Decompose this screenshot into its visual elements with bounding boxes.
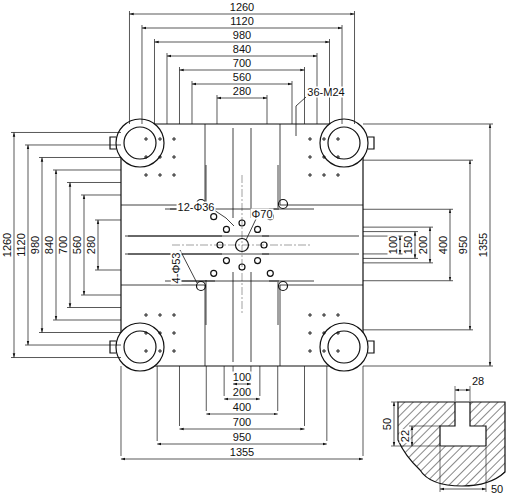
dimension-label: 200 [418,235,429,255]
dimension-label: 980 [30,235,41,255]
hole-callout: Φ70 [250,209,273,220]
dimension-label: 950 [232,432,252,443]
dimension-label: 100 [388,235,399,255]
boss-lug [110,137,116,149]
boss-lug [368,341,374,353]
tie-bar-boss [116,323,164,371]
dimension-label: 1355 [478,232,489,258]
dimension-label: 840 [44,235,55,255]
tie-bar-boss [320,323,368,371]
dimension-label: 280 [86,235,97,255]
dimension-label: 840 [232,44,252,55]
dimension-label: 22 [400,429,411,443]
dimension-label: 28 [471,376,485,387]
hole-callout: 4-Φ53 [171,252,182,285]
dimension-label: 1120 [16,232,27,258]
dimension-label: 200 [232,387,252,398]
dimension-label: 700 [232,58,252,69]
dimension-label: 50 [382,417,393,431]
dimension-label: 150 [403,235,414,255]
boss-lug [110,341,116,353]
dimension-label: 400 [438,235,449,255]
dimension-label: 560 [232,72,252,83]
dimension-label: 50 [490,484,504,495]
dimension-label: 950 [458,235,469,255]
dimension-label: 100 [232,372,252,383]
dimension-label: 400 [232,402,252,413]
tie-bar-hole [124,331,156,363]
tie-bar-hole [124,127,156,159]
dimension-label: 1120 [229,16,255,27]
tie-bar-hole [328,331,360,363]
t-slot-section [398,402,505,486]
dimension-label: 1260 [2,232,13,258]
dimension-label: 1355 [229,447,255,458]
dimension-label: 700 [232,417,252,428]
dimension-label: 560 [72,235,83,255]
tie-bar-boss [320,119,368,167]
dimension-label: 980 [232,30,252,41]
tie-bar-hole [328,127,360,159]
tie-bar-boss [116,119,164,167]
boss-lug [368,137,374,149]
dimension-label: 700 [58,235,69,255]
dimension-label: 280 [232,86,252,97]
hole-callout: 12-Φ36 [177,202,216,213]
hole-callout: 36-M24 [306,87,345,98]
dimension-label: 1260 [229,2,255,13]
